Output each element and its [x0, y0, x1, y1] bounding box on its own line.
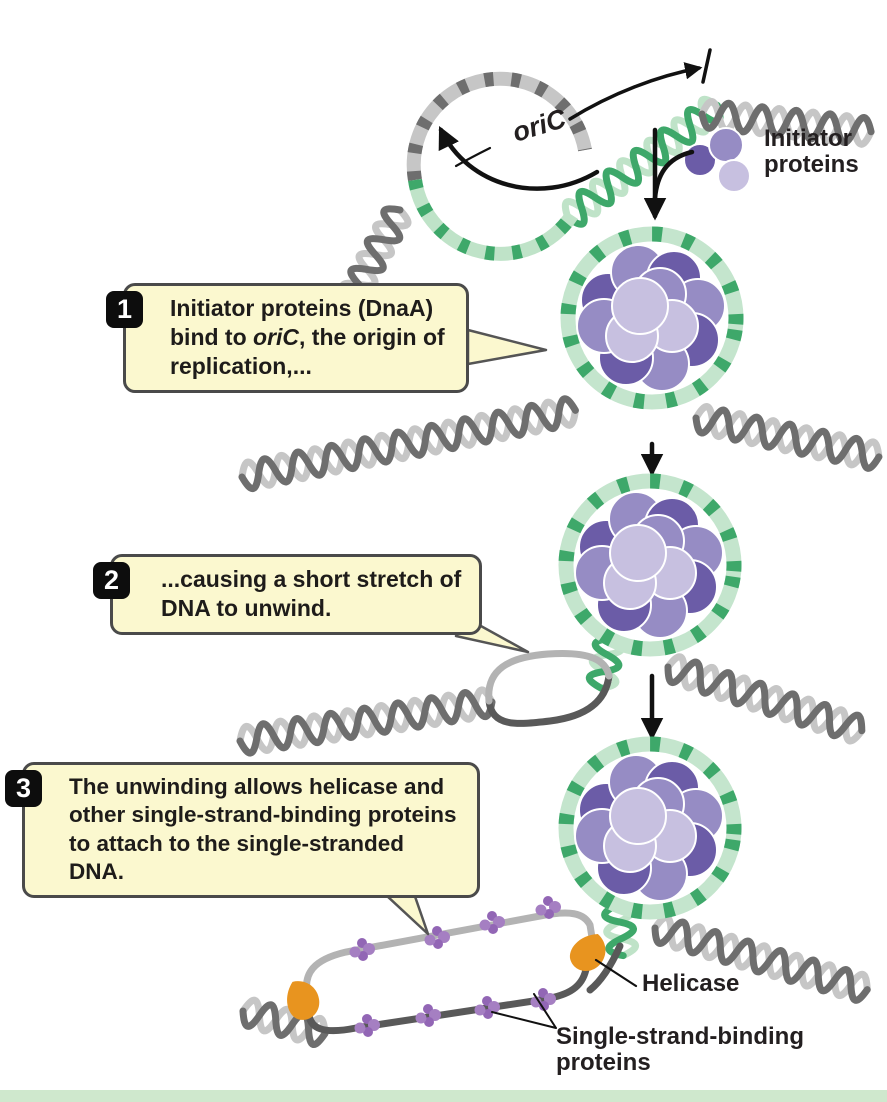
- dnaa-oric-complex-1: [557, 223, 747, 413]
- step-3-badge: 3: [5, 770, 42, 807]
- ssb-pointer-lines: [491, 993, 557, 1029]
- dna-helix-row3-right: [651, 913, 871, 1004]
- dnaa-oric-complex-2: [555, 470, 745, 660]
- dna-helix-row2-left: [236, 686, 496, 757]
- step-1-badge: 1: [106, 291, 143, 328]
- step-1-callout: 1 Initiator proteins (DnaA) bind to oriC…: [106, 283, 469, 393]
- dna-helix-row2-right: [664, 653, 866, 745]
- callout-1-tail: [466, 328, 548, 366]
- step-1-text: Initiator proteins (DnaA) bind to oriC, …: [170, 295, 445, 379]
- step-3-callout: 3 The unwinding allows helicase and othe…: [5, 762, 480, 899]
- initiator-proteins-label: Initiator proteins: [764, 125, 859, 179]
- step-3-text: The unwinding allows helicase and other …: [69, 774, 457, 885]
- ssb-proteins-label: Single-strand-binding proteins: [556, 1023, 804, 1077]
- helicase-pointer-line: [594, 958, 638, 988]
- unwound-dna-bubble-large: [303, 909, 624, 1035]
- step-2-callout: 2 ...causing a short stretch of DNA to u…: [93, 554, 482, 635]
- loop-unwinding-arrow: [438, 125, 600, 191]
- oric-span-end-tick: [701, 48, 712, 84]
- oric-label-line: [454, 146, 492, 168]
- dnaa-oric-complex-3: [555, 733, 745, 923]
- dna-helix-oric-segment: [561, 95, 724, 228]
- initiator-proteins-cluster: [683, 127, 751, 193]
- dna-helix-row1-right: [692, 403, 883, 472]
- dna-loop-top: [406, 71, 592, 261]
- dna-helix-row1-left: [238, 395, 579, 493]
- step-2-text: ...causing a short stretch of DNA to unw…: [161, 566, 462, 621]
- oric-span-arrow: [568, 62, 703, 121]
- step-2-badge: 2: [93, 562, 130, 599]
- bottom-green-strip: [0, 1090, 887, 1102]
- unwound-dna-bubble-small: [485, 649, 613, 727]
- oric-label: oriC: [509, 103, 570, 148]
- helicase-label: Helicase: [642, 970, 740, 997]
